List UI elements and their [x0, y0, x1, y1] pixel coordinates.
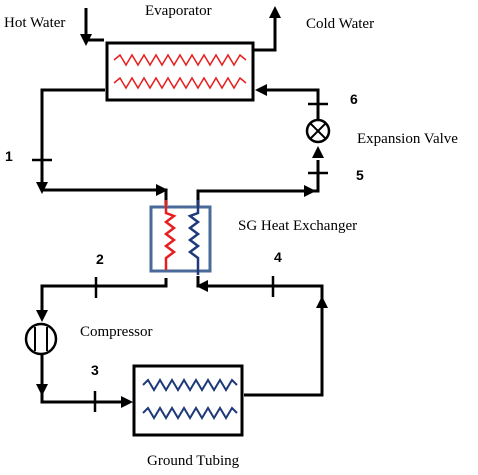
- arrow-left-to-evaporator: [255, 84, 267, 96]
- pipe-valve-to-evaporator: [262, 88, 320, 120]
- label-sg-heat-exchanger: SG Heat Exchanger: [238, 218, 357, 234]
- arrow-down-left: [36, 182, 48, 194]
- label-ground-tubing: Ground Tubing: [147, 453, 240, 469]
- ground-tubing-box: [132, 364, 244, 437]
- point-label-5: 5: [356, 167, 364, 183]
- arrow-up-right-side: [316, 296, 328, 308]
- ground-coil-top: [142, 378, 238, 392]
- point-label-1: 1: [5, 148, 13, 164]
- pipe-evaporator-to-point-1: [40, 88, 105, 186]
- label-evaporator: Evaporator: [145, 3, 212, 19]
- cold-water-outlet-pipe: [252, 14, 277, 52]
- ground-coil-bottom: [142, 406, 238, 420]
- hot-water-inlet-arrow: [80, 34, 92, 46]
- arrow-down-to-compressor: [36, 310, 48, 322]
- evaporator-coil-top: [113, 53, 247, 67]
- compressor-inner-lines: [34, 327, 48, 351]
- point-label-6: 6: [350, 91, 358, 107]
- arrow-left-to-hx: [196, 280, 208, 292]
- hx-hot-coil: [163, 200, 177, 270]
- evaporator-box: [105, 41, 255, 102]
- hx-cold-coil: [187, 200, 201, 275]
- arrow-right-to-valve: [304, 185, 316, 197]
- point-label-3: 3: [91, 362, 99, 378]
- arrow-down-below-compressor: [36, 384, 48, 396]
- arrow-right-to-hx: [156, 184, 168, 196]
- expansion-valve-cross-icon: [309, 122, 327, 140]
- cold-water-outlet-arrow: [269, 6, 281, 18]
- label-expansion-valve: Expansion Valve: [357, 131, 458, 147]
- compressor-symbol: [24, 322, 58, 356]
- label-cold-water: Cold Water: [306, 16, 374, 32]
- sg-heat-exchanger-box: [149, 205, 212, 273]
- arrow-right-to-ground: [121, 396, 133, 408]
- point-label-2: 2: [96, 251, 104, 267]
- label-compressor: Compressor: [80, 324, 153, 340]
- evaporator-coil-bottom: [113, 76, 247, 90]
- point-label-4: 4: [274, 249, 282, 265]
- arrow-up-to-valve: [312, 146, 324, 158]
- pipe-compressor-to-ground: [40, 354, 126, 404]
- pipe-to-hx-hot-side: [42, 188, 168, 205]
- pipe-right-to-hx-cold: [196, 276, 324, 300]
- pipe-ground-to-hx: [244, 305, 324, 397]
- pipe-hx-to-compressor: [40, 278, 168, 315]
- label-hot-water: Hot Water: [4, 15, 65, 31]
- pipe-hx-to-point-5: [196, 160, 320, 206]
